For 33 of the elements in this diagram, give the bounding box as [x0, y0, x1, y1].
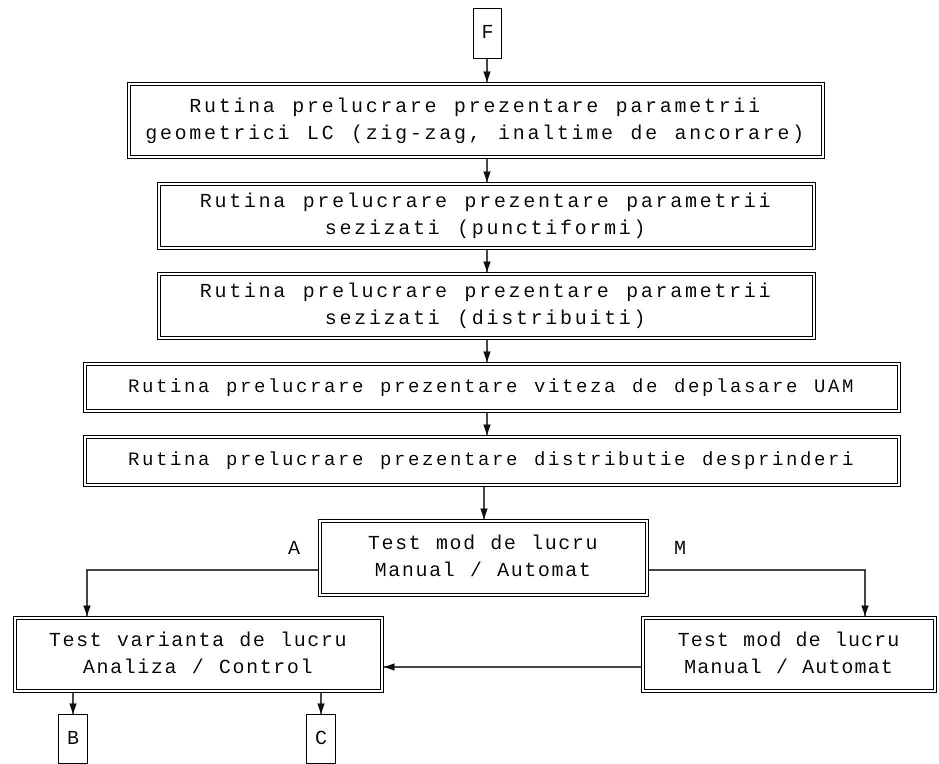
arrow: [83, 569, 318, 616]
box-text: Rutina prelucrare prezentare parametrii sezizati (distribuiti): [198, 280, 774, 333]
arrow: [483, 340, 491, 362]
box-text: Rutina prelucrare prezentare parametrii geometrici LC (zig-zag, inaltime de ancorare): [144, 94, 808, 148]
box-text: Test mod de lucru Manual / Automat: [676, 628, 902, 682]
process-box: [127, 82, 825, 159]
arrow: [649, 569, 869, 616]
box-text: C: [314, 726, 327, 752]
arrow: [317, 693, 325, 714]
box-text: B: [66, 726, 79, 752]
box-text: Test mod de lucru Manual / Automat: [366, 532, 600, 585]
box-text: Rutina prelucrare prezentare viteza de deplasare UAM: [128, 374, 856, 400]
process-box: [157, 182, 816, 250]
process-box: [157, 272, 816, 340]
arrow: [480, 487, 488, 519]
decision-box: [13, 616, 384, 693]
arrow: [483, 413, 491, 435]
box-text: F: [481, 21, 494, 47]
connector-box: [473, 8, 502, 59]
arrow: [483, 250, 491, 272]
box-text: Rutina prelucrare prezentare distributie desprinderi: [128, 448, 856, 474]
arrow: [69, 693, 77, 714]
decision-box: [318, 519, 649, 597]
connector-box: [58, 714, 88, 764]
box-text: Test varianta de lucru Analiza / Control: [48, 628, 350, 682]
decision-box: [641, 616, 937, 693]
process-box: [83, 435, 901, 487]
box-text: Rutina prelucrare prezentare parametrii sezizati (punctiformi): [198, 190, 774, 243]
arrow: [384, 663, 641, 671]
arrow: [483, 159, 491, 182]
arrow: [483, 59, 491, 82]
connector-box: [306, 714, 336, 764]
process-box: [83, 362, 901, 413]
